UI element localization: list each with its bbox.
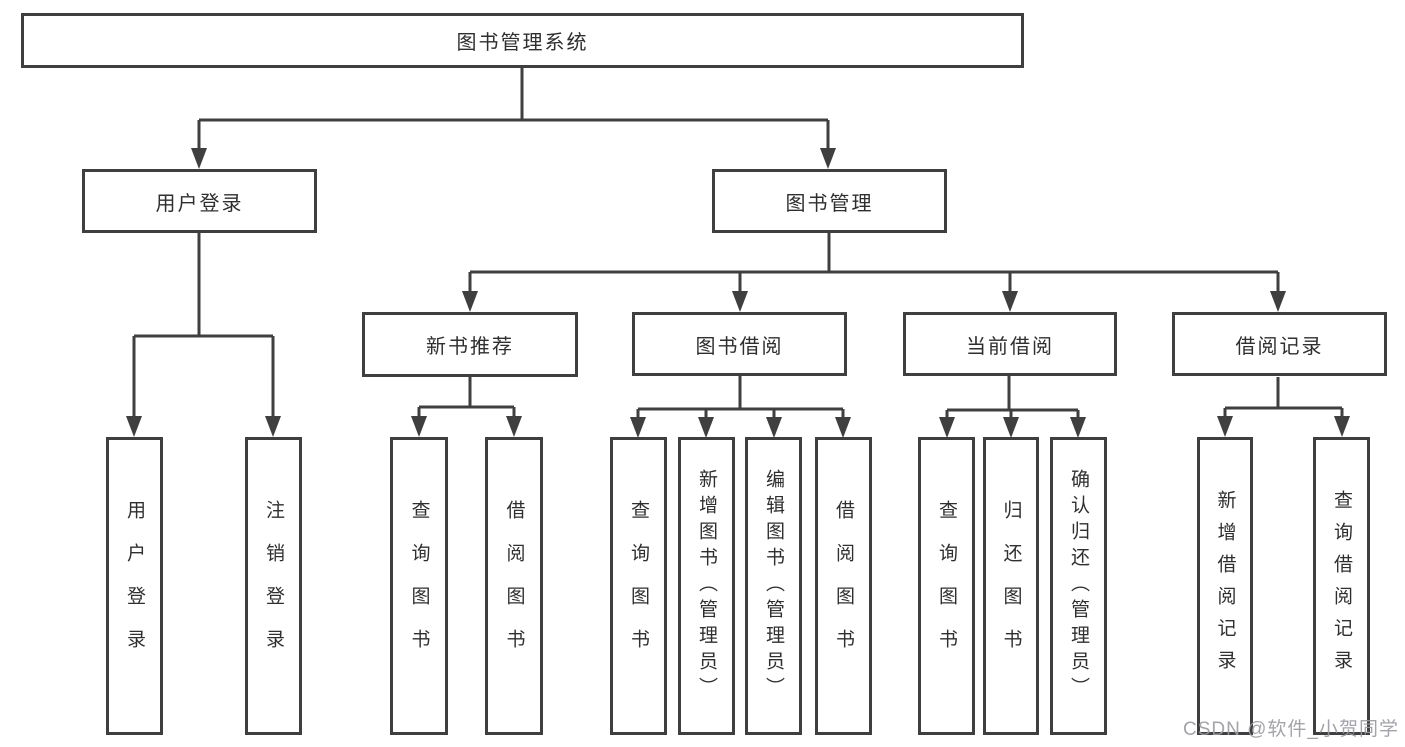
- leaf-bb-borrow-books: 借阅图书: [815, 437, 872, 735]
- leaf-br-add-borrow-record: 新增借阅记录: [1197, 437, 1253, 735]
- leaf-cb-return-books: 归还图书: [983, 437, 1039, 735]
- leaf-bb-query-books: 查询图书: [610, 437, 667, 735]
- leaf-cb-confirm-return-admin: 确认归还（管理员）: [1050, 437, 1107, 735]
- leaf-nbr-query-books: 查询图书: [390, 437, 448, 735]
- node-book-management: 图书管理: [712, 169, 947, 233]
- leaf-bb-add-book-admin: 新增图书（管理员）: [678, 437, 735, 735]
- node-book-borrow: 图书借阅: [632, 312, 847, 376]
- leaf-user-login: 用户登录: [106, 437, 163, 735]
- node-borrow-records: 借阅记录: [1172, 312, 1387, 376]
- csdn-watermark: CSDN @软件_小贺同学: [1183, 719, 1399, 740]
- leaf-nbr-borrow-books: 借阅图书: [485, 437, 543, 735]
- node-new-book-recommend: 新书推荐: [362, 312, 578, 377]
- node-user-login: 用户登录: [82, 169, 317, 233]
- leaf-bb-edit-book-admin: 编辑图书（管理员）: [745, 437, 802, 735]
- leaf-cb-query-books: 查询图书: [918, 437, 975, 735]
- node-library-management-system: 图书管理系统: [21, 13, 1024, 68]
- node-current-borrow: 当前借阅: [903, 312, 1117, 376]
- leaf-br-query-borrow-record: 查询借阅记录: [1313, 437, 1370, 735]
- leaf-logout: 注销登录: [245, 437, 302, 735]
